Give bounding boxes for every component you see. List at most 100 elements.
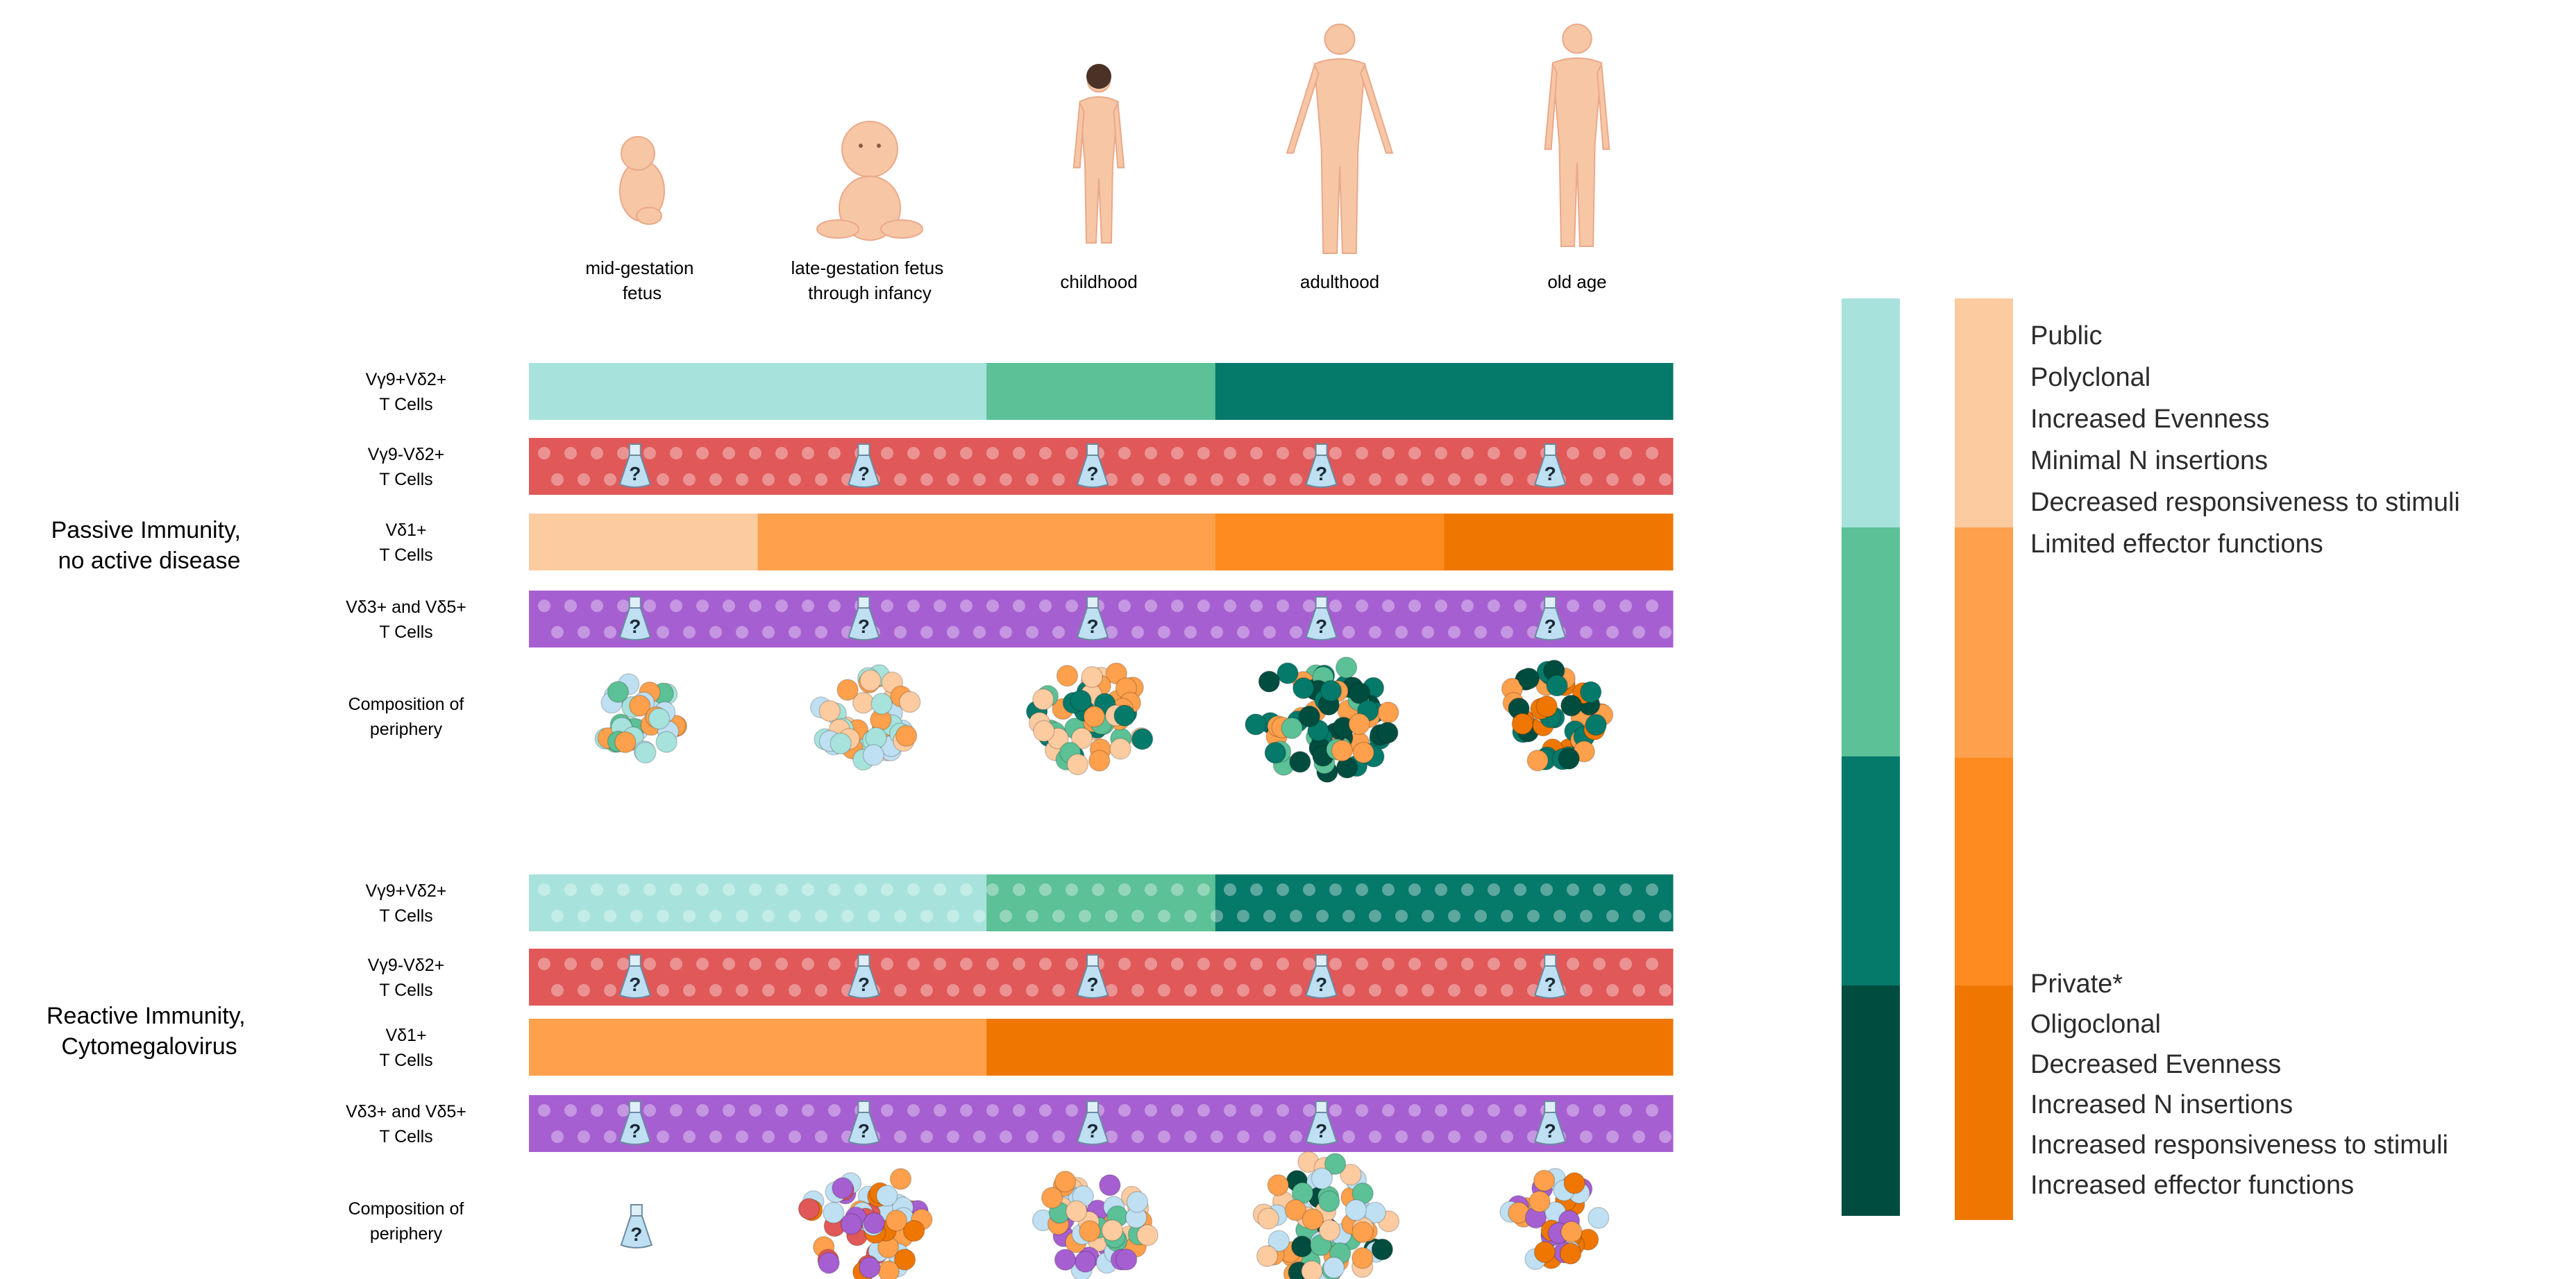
cell <box>898 691 921 713</box>
cell <box>1533 1169 1556 1192</box>
orange-scale-block <box>1955 985 2013 1220</box>
cell <box>1101 1219 1124 1242</box>
cell <box>1281 717 1303 739</box>
cell <box>1311 1167 1333 1189</box>
cell <box>1345 1198 1367 1221</box>
cell <box>1517 668 1540 690</box>
cell <box>1559 1242 1582 1265</box>
stage-column: mid-gestation fetus <box>585 136 693 303</box>
flask-neck <box>1544 596 1557 609</box>
question-mark: ? <box>1086 1120 1098 1142</box>
cell <box>1318 1219 1341 1242</box>
cell-cluster <box>1501 659 1614 772</box>
bar-segment <box>529 874 987 931</box>
cell <box>862 744 885 766</box>
row-label: Vδ3+ and Vδ5+T Cells <box>346 1102 466 1146</box>
flask-icon <box>1076 607 1109 641</box>
question-mark: ? <box>1544 463 1556 484</box>
flask-icon <box>1305 1112 1338 1145</box>
question-mark: ? <box>858 1120 870 1142</box>
flask-neck <box>1086 596 1099 609</box>
orange-scale-block <box>1955 527 2013 758</box>
question-mark: ? <box>1315 1120 1327 1142</box>
row-label: Vδ3+ and Vδ5+T Cells <box>346 598 466 642</box>
row-label: Vγ9-Vδ2+T Cells <box>368 956 445 1000</box>
section-title: Reactive Immunity, Cytomegalovirus <box>47 1003 252 1060</box>
cell <box>1289 751 1311 773</box>
bar-orange <box>529 514 1674 570</box>
cell <box>1136 1224 1159 1246</box>
svg-text:Vγ9-Vδ2+T Cells: Vγ9-Vδ2+T Cells <box>368 445 445 489</box>
question-mark: ? <box>629 1120 641 1142</box>
teal-scale-block <box>1842 985 1900 1216</box>
cell <box>1348 713 1370 736</box>
cell <box>1267 1174 1290 1196</box>
cell <box>1377 722 1399 744</box>
legend-item: Increased N insertions <box>2030 1090 2293 1119</box>
cell <box>840 1212 863 1235</box>
cell <box>1588 1207 1610 1229</box>
row-label: Vγ9-Vδ2+T Cells <box>368 445 445 489</box>
cell <box>818 1252 840 1274</box>
bar-dots <box>538 958 1672 997</box>
question-mark: ? <box>630 1223 642 1245</box>
cell <box>1526 749 1549 772</box>
question-mark: ? <box>1086 463 1098 484</box>
flask-icon <box>1305 455 1338 488</box>
cell <box>1331 739 1354 762</box>
cell <box>1099 1174 1121 1196</box>
flask-icon <box>848 607 880 641</box>
cell <box>1041 1187 1063 1209</box>
flask-neck <box>857 596 870 609</box>
cell <box>1056 665 1079 687</box>
bar-segment <box>1215 514 1445 570</box>
flask-neck <box>628 443 641 456</box>
bar-purple: ????? <box>529 1095 1674 1152</box>
cell <box>1054 1248 1077 1271</box>
flask-icon <box>848 965 880 999</box>
bar-dots <box>538 600 1672 638</box>
question-mark: ? <box>1544 1120 1556 1142</box>
cell-cluster <box>1245 657 1399 783</box>
flask-icon <box>618 607 652 641</box>
cell-cluster <box>1499 1167 1610 1270</box>
question-mark: ? <box>1086 974 1098 995</box>
svg-text:Vδ3+ and Vδ5+T Cells: Vδ3+ and Vδ5+T Cells <box>346 598 466 642</box>
cell <box>859 1256 881 1279</box>
flask-neck <box>1086 1101 1099 1113</box>
cell <box>823 1201 845 1224</box>
flask-neck <box>628 596 641 609</box>
bar-teal <box>529 874 1674 931</box>
cell <box>1320 679 1342 702</box>
cell-cluster <box>809 664 921 771</box>
flask-neck <box>1086 443 1099 456</box>
adult-figure <box>1286 24 1394 254</box>
flask-neck <box>1544 443 1557 456</box>
question-mark: ? <box>1544 616 1556 637</box>
cell <box>1268 1230 1290 1252</box>
question-mark: ? <box>629 616 641 637</box>
cell <box>1558 747 1580 770</box>
cell <box>1079 1220 1101 1242</box>
bar-segment <box>1215 363 1674 420</box>
cell <box>870 693 893 715</box>
svg-text:Vδ1+T Cells: Vδ1+T Cells <box>379 520 432 565</box>
section-reactive: Reactive Immunity, Cytomegalovirus Vγ9+V… <box>47 874 1674 1279</box>
cell <box>1115 1248 1138 1271</box>
cell-cluster <box>594 673 688 764</box>
flask-icon <box>618 455 652 488</box>
cell <box>1032 688 1054 711</box>
flask-icon <box>848 1112 880 1145</box>
legend-item: Polyclonal <box>2030 363 2150 392</box>
cell <box>1083 705 1106 728</box>
section-title: Passive Immunity, no active disease <box>51 517 248 574</box>
cell <box>607 681 630 703</box>
legend: Public Polyclonal Increased Evenness Min… <box>1842 298 2460 1220</box>
cell <box>1318 1190 1340 1212</box>
cell <box>1579 681 1602 704</box>
flask-neck <box>1315 954 1328 967</box>
cell <box>1277 662 1299 684</box>
orange-scale-block <box>1955 758 2013 985</box>
cell <box>798 1198 820 1220</box>
